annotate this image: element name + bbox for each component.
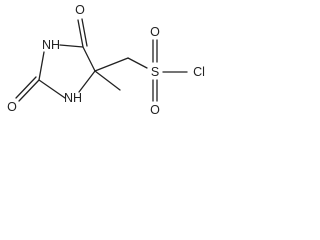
bond-n3-c2: [38, 51, 45, 81]
bond-c4-c5: [82, 46, 96, 72]
atom-label-o-sulfonyl-upper: O: [150, 25, 160, 39]
atom-labels: O NH NH O S O O Cl: [7, 3, 205, 117]
bond-n1-c5: [78, 70, 96, 93]
atom-label-o-bottom: O: [7, 100, 17, 114]
bonds: [15, 18, 188, 102]
atom-label-nh-lower: NH: [64, 91, 82, 105]
bond-c4-o-b: [81, 18, 88, 47]
chemical-structure-diagram: O NH NH O S O O Cl: [7, 3, 205, 117]
atom-label-sulfur: S: [151, 65, 159, 79]
bond-c5-methyl: [94, 70, 121, 91]
atom-label-nh-upper: NH: [42, 38, 60, 52]
bond-ch2-s: [127, 57, 148, 69]
atom-label-o-top: O: [75, 3, 85, 17]
atom-label-o-sulfonyl-lower: O: [150, 103, 160, 117]
bond-c2-n1: [38, 79, 66, 99]
bond-c2-o-a: [18, 79, 40, 102]
bond-c2-o-b: [15, 76, 37, 99]
bond-c5-ch2: [94, 57, 129, 72]
bond-c4-n3: [59, 44, 84, 48]
bond-c4-o-a: [77, 19, 84, 48]
atom-label-chlorine: Cl: [193, 65, 205, 79]
